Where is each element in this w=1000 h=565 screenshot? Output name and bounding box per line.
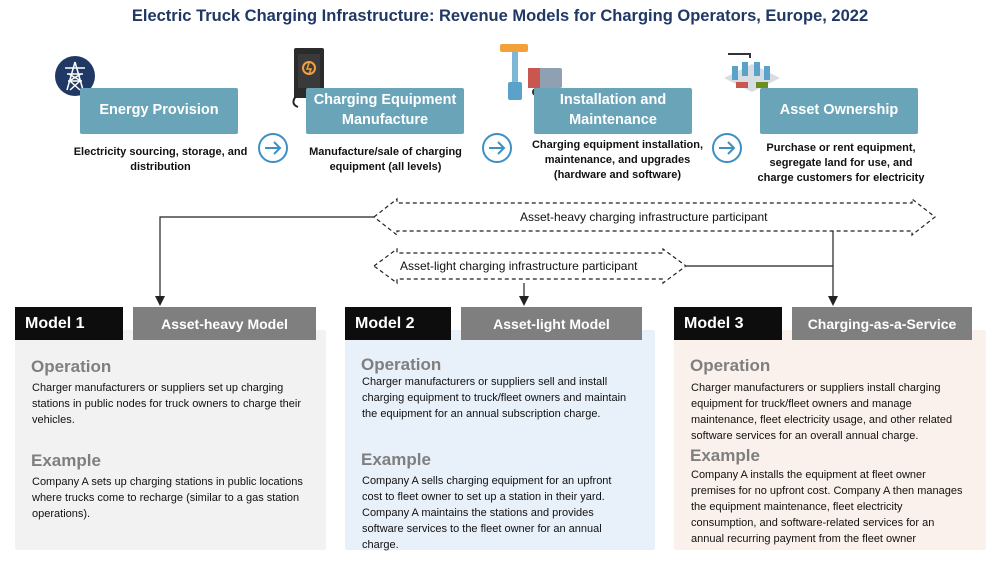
stage-description: Electricity sourcing, storage, and distr… [73, 146, 248, 173]
model-1-name: Asset-heavy Model [133, 307, 316, 340]
charging-station-icon [720, 48, 784, 104]
model-1-tag: Model 1 [15, 307, 123, 340]
model-1-operation-text: Charger manufacturers or suppliers set u… [32, 382, 302, 426]
stage-description: Charging equipment installation, mainten… [531, 139, 704, 181]
stage-energy-provision: Energy Provision [80, 88, 238, 134]
stage-label: Energy Provision [99, 102, 219, 119]
page-title: Electric Truck Charging Infrastructure: … [131, 7, 869, 25]
stage-description: Purchase or rent equipment, segregate la… [757, 142, 925, 184]
stage-label: Charging Equipment Manufacture [313, 92, 457, 128]
flow-arrow-icon [712, 133, 742, 163]
model-2-example-heading: Example [361, 450, 431, 469]
model-3-example-text: Company A installs the equipment at flee… [691, 469, 963, 545]
stage-installation-maintenance: Installation and Maintenance [534, 88, 692, 134]
model-2-name: Asset-light Model [461, 307, 642, 340]
stage-description: Manufacture/sale of charging equipment (… [309, 146, 462, 173]
stage-asset-ownership: Asset Ownership [760, 88, 918, 134]
model-3-operation-heading: Operation [690, 356, 771, 375]
model-1-example-heading: Example [31, 451, 101, 470]
model-3-operation-text: Charger manufacturers or suppliers insta… [691, 382, 953, 442]
asset-heavy-band-label: Asset-heavy charging infrastructure part… [516, 210, 772, 224]
model-1-panel [15, 330, 326, 550]
model-2-panel [345, 330, 655, 550]
stage-label: Asset Ownership [779, 102, 899, 119]
model-2-tag: Model 2 [345, 307, 451, 340]
charger-icon [288, 46, 332, 110]
model-1-operation-heading: Operation [31, 357, 112, 376]
flow-arrow-icon [258, 133, 288, 163]
flow-arrow-icon [482, 133, 512, 163]
stage-label: Installation and Maintenance [559, 92, 667, 128]
model-3-tag: Model 3 [674, 307, 782, 340]
model-2-operation-heading: Operation [361, 355, 442, 374]
power-tower-icon [54, 55, 96, 97]
model-1-example-text: Company A sets up charging stations in p… [32, 476, 303, 520]
model-3-name: Charging-as-a-Service [792, 307, 972, 340]
model-3-panel [674, 330, 986, 550]
model-2-operation-text: Charger manufacturers or suppliers sell … [362, 376, 627, 420]
stage-charging-equipment-manufacture: Charging Equipment Manufacture [306, 88, 464, 134]
asset-light-band-label: Asset-light charging infrastructure part… [396, 259, 642, 273]
model-2-example-text: Company A sells charging equipment for a… [362, 475, 612, 551]
model-3-example-heading: Example [690, 446, 760, 465]
